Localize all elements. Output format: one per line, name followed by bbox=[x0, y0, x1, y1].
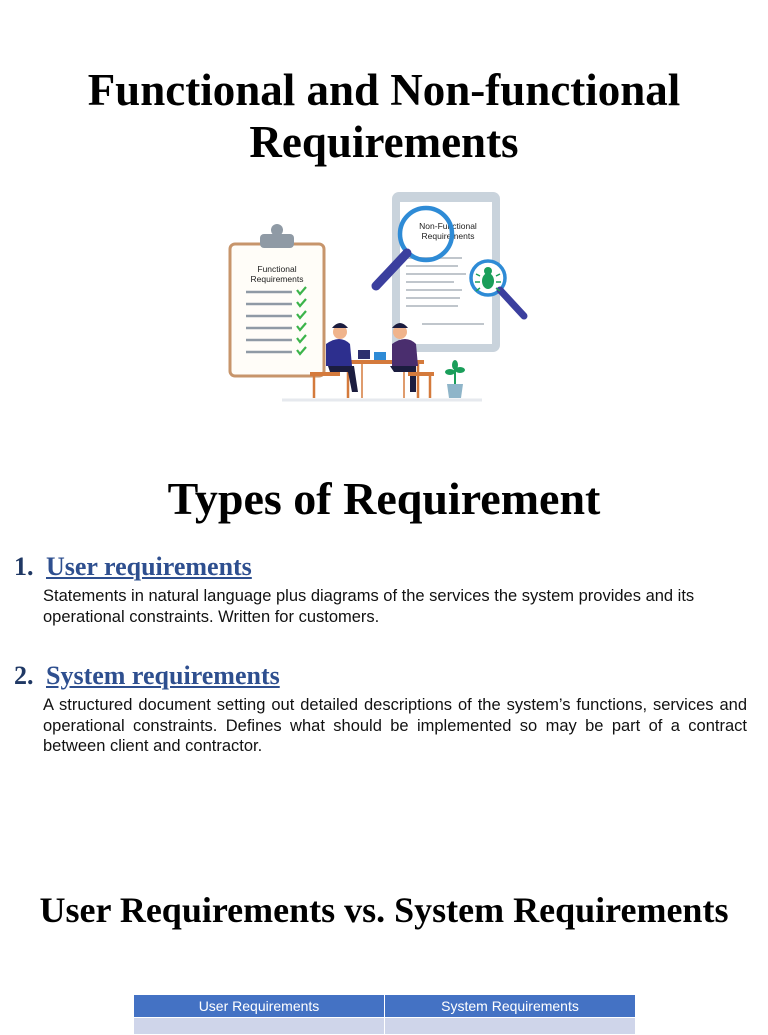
nonfunctional-label-1: Non-Functional bbox=[419, 221, 477, 231]
laptop-icon bbox=[358, 350, 386, 360]
checkmark-icon bbox=[296, 286, 307, 356]
nonfunctional-label-2: Requirements bbox=[422, 231, 475, 241]
item-number: 2. bbox=[14, 661, 34, 690]
item-number: 1. bbox=[14, 552, 34, 581]
user-requirements-description: Statements in natural language plus diag… bbox=[43, 587, 695, 626]
system-requirements-description: A structured document setting out detail… bbox=[43, 696, 747, 755]
comparison-heading: User Requirements vs. System Requirement… bbox=[0, 890, 768, 930]
table-header-system: System Requirements bbox=[384, 994, 636, 1018]
functional-label-2: Requirements bbox=[251, 274, 304, 284]
requirements-illustration: Non-Functional Requirements Functional R… bbox=[228, 192, 528, 402]
meeting-icon bbox=[310, 323, 434, 398]
comparison-heading-text: User Requirements vs. System Requirement… bbox=[39, 890, 729, 930]
system-requirements-link[interactable]: System requirements bbox=[46, 661, 280, 690]
clipboard-icon: Functional Requirements bbox=[228, 224, 326, 378]
bug-icon bbox=[469, 259, 528, 320]
table-row bbox=[133, 1017, 636, 1035]
list-item-1: 1. User requirements bbox=[14, 552, 252, 582]
table-header-user: User Requirements bbox=[133, 994, 385, 1018]
magnifier-icon bbox=[371, 205, 455, 291]
table-cell bbox=[384, 1017, 636, 1035]
functional-label-1: Functional bbox=[257, 264, 296, 274]
comparison-table: User Requirements System Requirements bbox=[133, 994, 636, 1035]
user-requirements-link[interactable]: User requirements bbox=[46, 552, 252, 581]
slide-title: Functional and Non-functional Requiremen… bbox=[87, 65, 681, 167]
table-cell bbox=[133, 1017, 385, 1035]
plant-icon bbox=[445, 360, 465, 398]
types-heading: Types of Requirement bbox=[167, 473, 601, 524]
list-item-2: 2. System requirements bbox=[14, 661, 280, 691]
